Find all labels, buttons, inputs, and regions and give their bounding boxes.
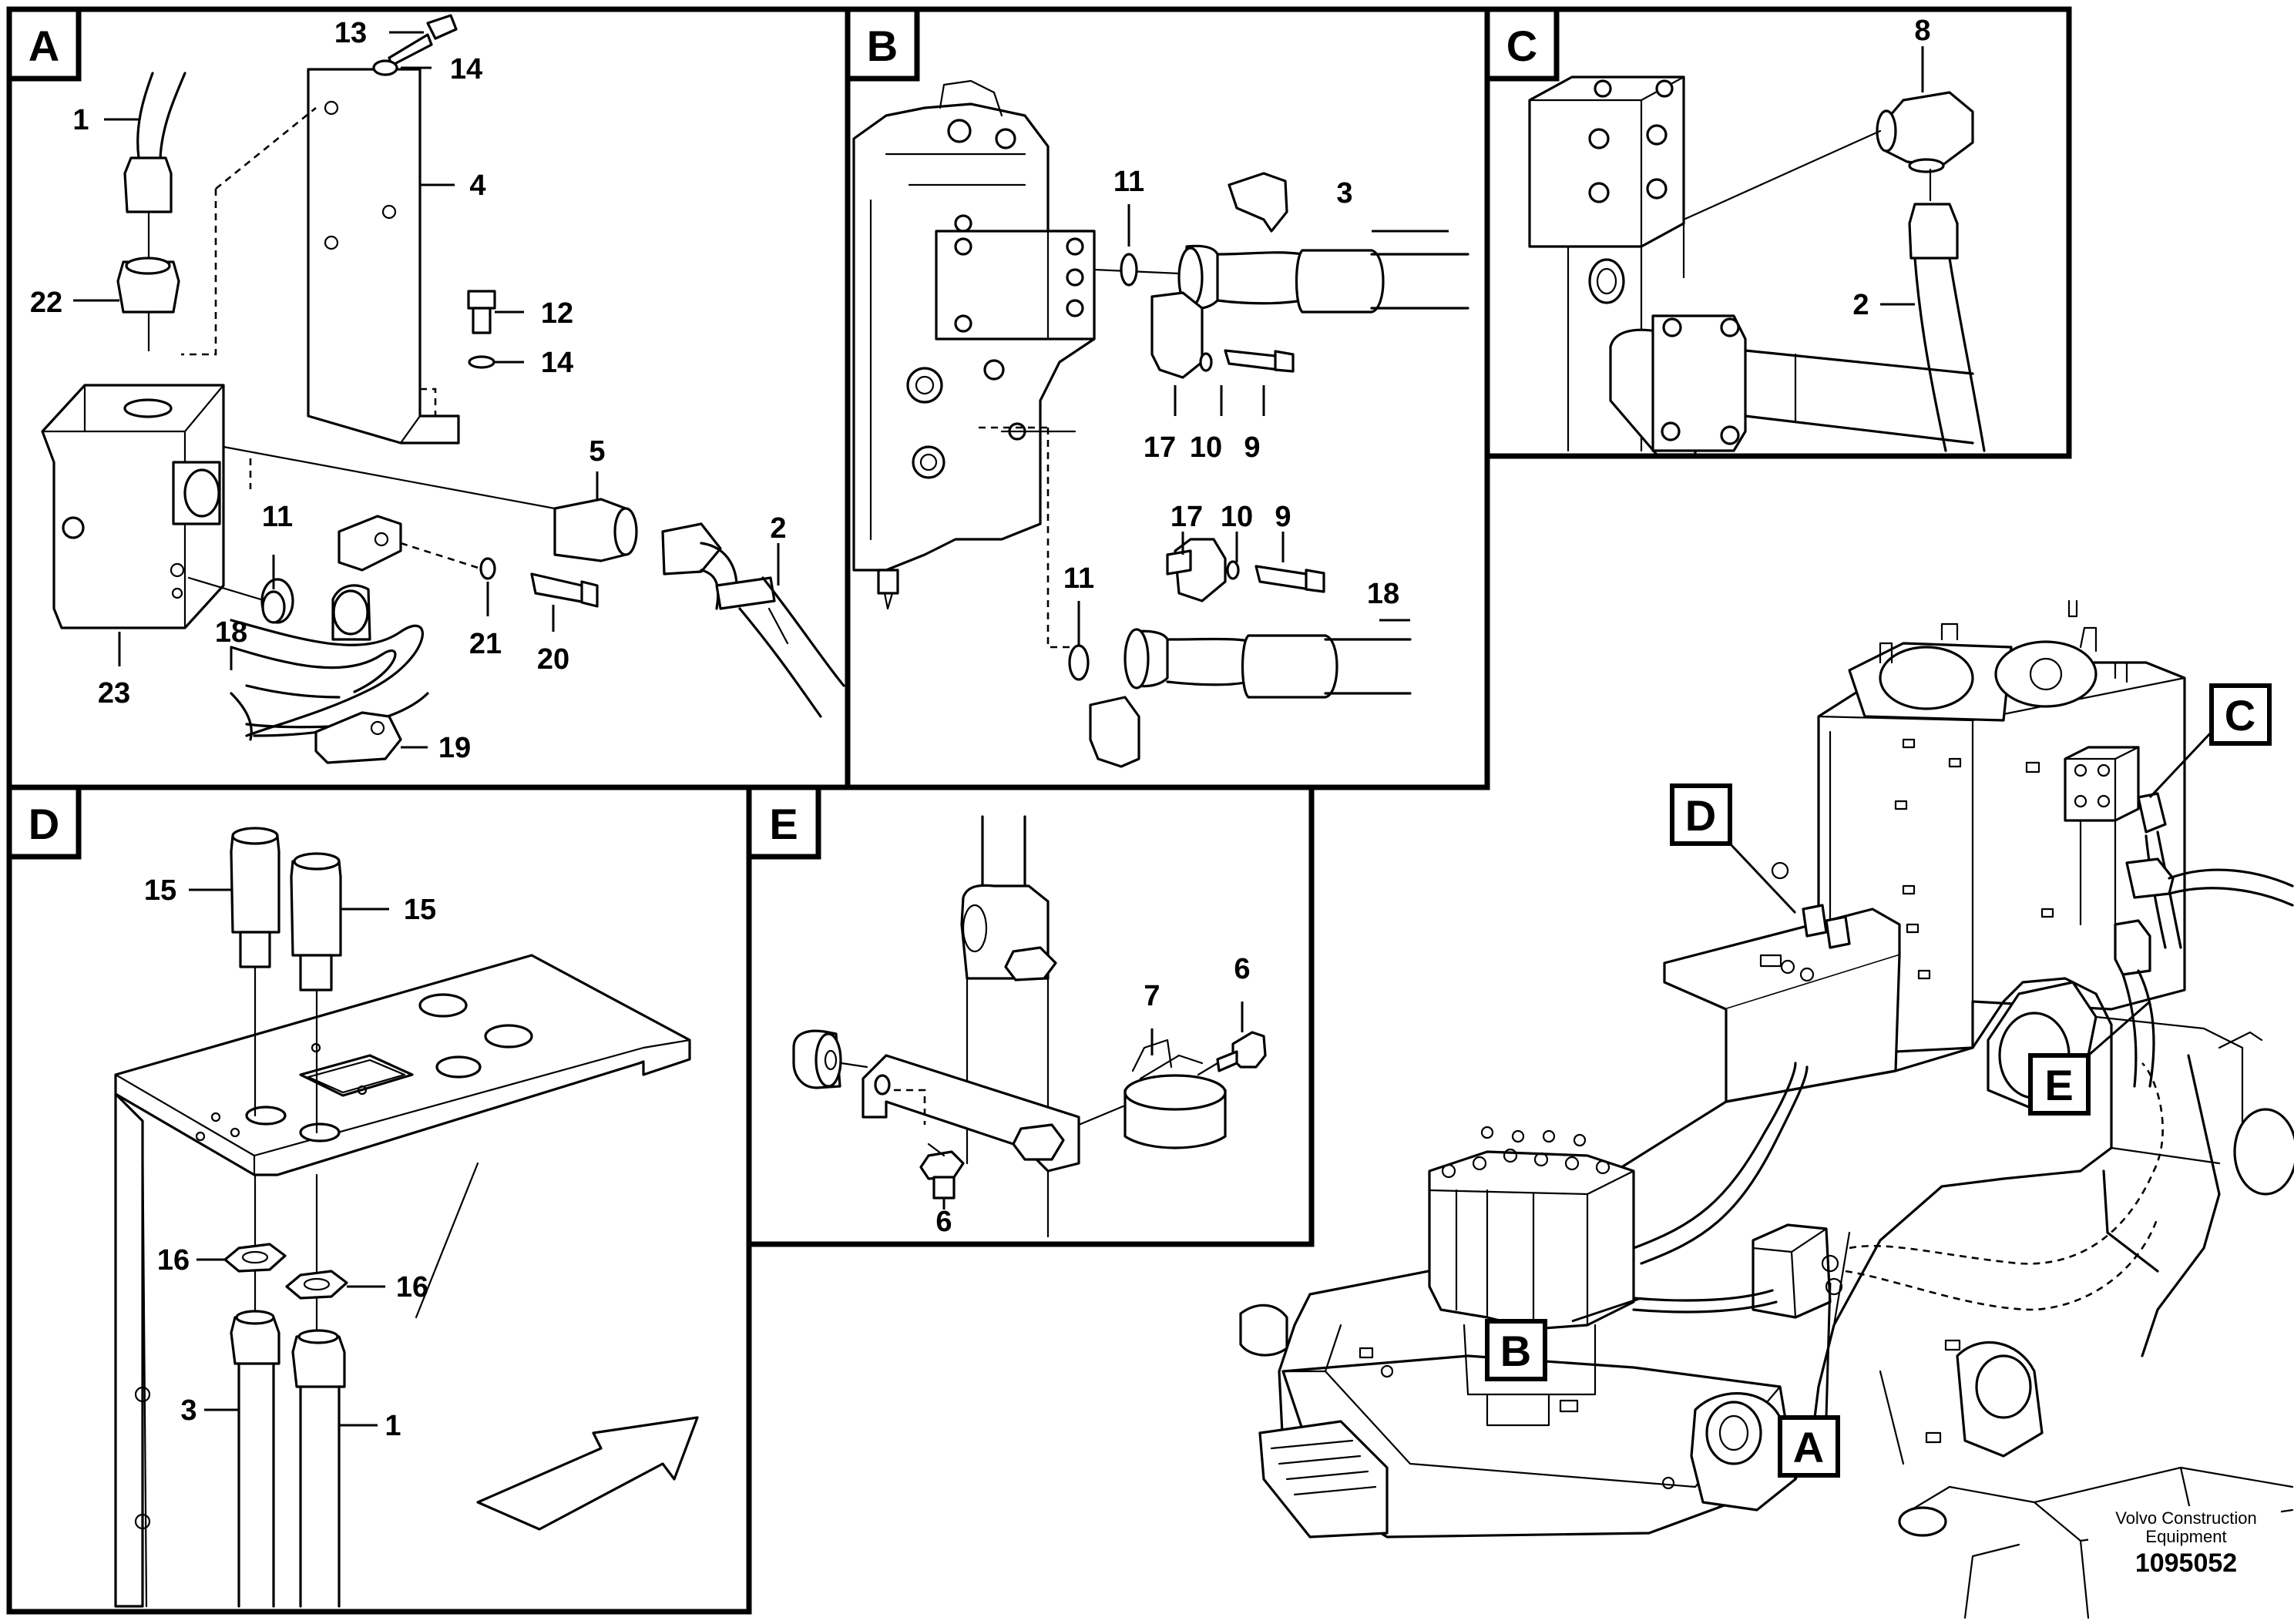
overview-label-c xyxy=(2209,683,2272,746)
overview-label-d xyxy=(1670,783,1732,846)
callout-a-5: 5 xyxy=(589,435,605,468)
callout-a-18: 18 xyxy=(215,616,247,649)
callout-e-6-low: 6 xyxy=(935,1206,952,1238)
overview-label-c-letter: C xyxy=(2225,691,2255,740)
c-valve-block xyxy=(1528,75,1685,248)
panel-b-letter: B xyxy=(867,22,898,70)
callout-a-19: 19 xyxy=(438,732,471,764)
overview-label-e-letter: E xyxy=(2044,1061,2073,1109)
clamp-half-upper xyxy=(338,515,402,572)
callout-c-8: 8 xyxy=(1914,15,1930,47)
panel-d-tag xyxy=(6,784,82,860)
callout-b-3: 3 xyxy=(1336,177,1352,210)
adapter-22 xyxy=(116,260,180,314)
panel-b: B xyxy=(845,6,1490,790)
callout-d-15-right: 15 xyxy=(404,894,436,926)
callout-b-18: 18 xyxy=(1367,578,1399,610)
callout-a-14-mid: 14 xyxy=(541,347,573,379)
callout-a-14-top: 14 xyxy=(450,53,482,86)
panel-c: C 8 2 xyxy=(1484,6,2072,459)
callout-c-2: 2 xyxy=(1852,289,1869,321)
callout-a-1: 1 xyxy=(72,104,89,136)
callout-a-2: 2 xyxy=(770,512,786,545)
drawing-number: 1095052 xyxy=(2135,1549,2237,1578)
overview-label-b xyxy=(1485,1319,1547,1381)
overview-label-a-letter: A xyxy=(1793,1423,1824,1471)
callout-d-3: 3 xyxy=(180,1394,196,1427)
callout-b-9-mid: 9 xyxy=(1275,501,1291,533)
callout-a-23: 23 xyxy=(98,677,130,710)
callout-b-10-mid: 10 xyxy=(1221,501,1253,533)
hose-1-nut xyxy=(123,156,173,213)
callout-d-15-left: 15 xyxy=(144,874,176,907)
callout-b-10-top: 10 xyxy=(1190,431,1222,464)
callout-a-12: 12 xyxy=(541,297,573,330)
panel-e: E 6 7 6 xyxy=(746,784,1315,1247)
callout-b-11-top: 11 xyxy=(1113,166,1144,198)
overview-control-valve xyxy=(1428,1150,1635,1330)
callout-e-6-top: 6 xyxy=(1234,953,1250,985)
panel-c-tag xyxy=(1484,6,1560,82)
callout-a-4: 4 xyxy=(469,169,485,202)
panel-e-letter: E xyxy=(769,800,798,848)
callout-b-17-mid: 17 xyxy=(1171,501,1203,533)
panel-a: A xyxy=(6,6,851,790)
callout-e-7: 7 xyxy=(1144,980,1160,1012)
overview-label-e xyxy=(2028,1053,2091,1116)
overview-label-a xyxy=(1778,1415,1840,1478)
panel-d-letter: D xyxy=(29,800,59,848)
clamp-half-19 xyxy=(314,711,402,764)
callout-a-20: 20 xyxy=(537,643,569,676)
panel-a-letter: A xyxy=(29,22,59,70)
bracket-4 xyxy=(307,68,460,445)
footer: Volvo Construction Equipment 1095052 xyxy=(2088,1506,2281,1578)
callout-a-21: 21 xyxy=(469,628,502,660)
panel-c-letter: C xyxy=(1506,22,1537,70)
brand-line-1: Volvo Construction xyxy=(2115,1508,2256,1528)
brand-line-2: Equipment xyxy=(2145,1527,2226,1546)
callout-a-11: 11 xyxy=(262,501,293,533)
callout-b-17-top: 17 xyxy=(1144,431,1176,464)
panel-a-tag xyxy=(6,6,82,82)
callout-a-13: 13 xyxy=(334,17,367,49)
overview-label-d-letter: D xyxy=(1685,791,1716,840)
panel-d: D xyxy=(6,784,752,1615)
callout-b-11-low: 11 xyxy=(1063,562,1094,595)
callout-d-1: 1 xyxy=(385,1410,401,1442)
callout-a-22: 22 xyxy=(30,287,62,319)
callout-d-16-left: 16 xyxy=(157,1244,190,1277)
direction-arrow xyxy=(476,1416,699,1531)
panel-e-tag xyxy=(746,784,821,860)
hose-1-upper xyxy=(136,72,154,159)
panel-b-tag xyxy=(845,6,920,82)
callout-b-9-top: 9 xyxy=(1244,431,1260,464)
overview-label-b-letter: B xyxy=(1500,1327,1531,1375)
callout-d-16-right: 16 xyxy=(396,1271,428,1304)
